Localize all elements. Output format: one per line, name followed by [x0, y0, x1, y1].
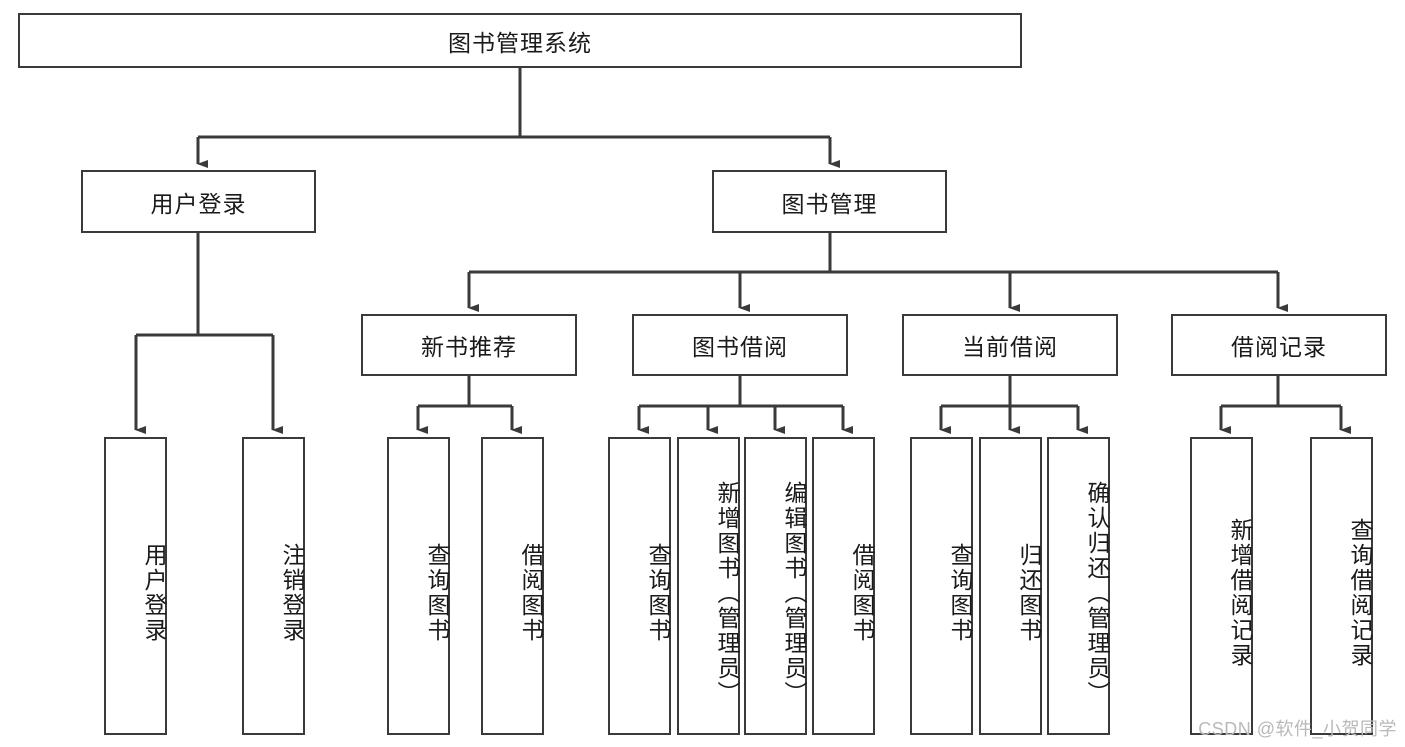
node-new-book-recommend[interactable]: 新书推荐 — [361, 314, 577, 376]
leaf-add-borrow-record[interactable]: 新增借阅记录 — [1190, 437, 1253, 735]
node-label: 用户登录 — [141, 543, 167, 643]
leaf-borrow-book-recommend[interactable]: 借阅图书 — [481, 437, 544, 735]
node-label: 查询借阅记录 — [1347, 518, 1373, 668]
leaf-add-book-admin[interactable]: 新增图书（管理员） — [677, 437, 740, 735]
node-label: 借阅图书 — [518, 543, 544, 643]
node-user-login[interactable]: 用户登录 — [81, 170, 316, 233]
node-label: 查询图书 — [645, 543, 671, 643]
csdn-watermark: CSDN @软件_小贺同学 — [1198, 719, 1397, 739]
leaf-user-login[interactable]: 用户登录 — [104, 437, 167, 735]
node-root-book-management-system[interactable]: 图书管理系统 — [18, 13, 1022, 68]
node-label: 当前借阅 — [962, 334, 1058, 360]
node-label: 图书管理系统 — [448, 29, 592, 56]
node-label: 借阅记录 — [1231, 334, 1327, 360]
node-label: 确认归还（管理员） — [1084, 480, 1110, 706]
node-label: 查询图书 — [424, 543, 450, 643]
leaf-query-book-borrow[interactable]: 查询图书 — [608, 437, 671, 735]
node-label: 编辑图书（管理员） — [781, 480, 807, 706]
node-label: 图书管理 — [781, 190, 878, 217]
leaf-return-book[interactable]: 归还图书 — [979, 437, 1042, 735]
node-label: 新书推荐 — [421, 334, 517, 360]
leaf-query-book-current[interactable]: 查询图书 — [910, 437, 973, 735]
node-current-borrow[interactable]: 当前借阅 — [902, 314, 1118, 376]
leaf-borrow-book[interactable]: 借阅图书 — [812, 437, 875, 735]
node-book-borrow[interactable]: 图书借阅 — [632, 314, 848, 376]
node-borrow-record[interactable]: 借阅记录 — [1171, 314, 1387, 376]
node-label: 新增图书（管理员） — [714, 480, 740, 706]
leaf-edit-book-admin[interactable]: 编辑图书（管理员） — [744, 437, 807, 735]
node-label: 图书借阅 — [692, 334, 788, 360]
leaf-confirm-return-admin[interactable]: 确认归还（管理员） — [1047, 437, 1110, 735]
node-book-management[interactable]: 图书管理 — [712, 170, 947, 233]
node-label: 查询图书 — [947, 543, 973, 643]
leaf-logout[interactable]: 注销登录 — [242, 437, 305, 735]
leaf-query-borrow-record[interactable]: 查询借阅记录 — [1310, 437, 1373, 735]
node-label: 借阅图书 — [849, 543, 875, 643]
leaf-query-book-recommend[interactable]: 查询图书 — [387, 437, 450, 735]
node-label: 注销登录 — [279, 543, 305, 643]
node-label: 用户登录 — [150, 190, 247, 217]
node-label: 新增借阅记录 — [1227, 518, 1253, 668]
node-label: 归还图书 — [1016, 543, 1042, 643]
